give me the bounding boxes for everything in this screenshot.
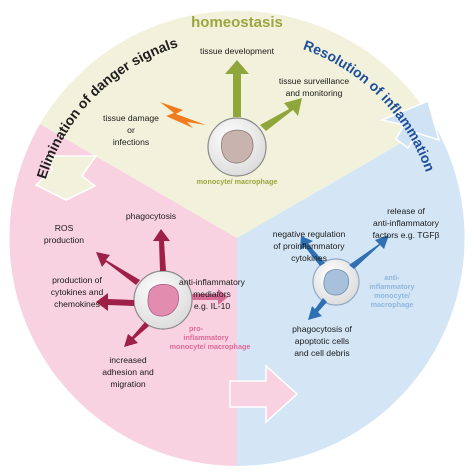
- arrow-cytokines: [96, 293, 134, 311]
- label-adhesion-1: increased: [109, 355, 146, 365]
- cycle-arrow-danger-to-resolution: [229, 364, 299, 424]
- label-release-1: release of: [387, 206, 425, 216]
- lightning-icon: [160, 102, 206, 128]
- label-damage-1: tissue damage: [103, 113, 159, 123]
- pro-inflammatory-cell: [133, 270, 193, 330]
- label-cytokines-1: production of: [52, 275, 102, 285]
- homeostasis-nucleus: [221, 129, 254, 164]
- pro-cell-label-2: inflammatory: [183, 333, 228, 342]
- label-release-2: anti-inflammatory: [373, 218, 440, 228]
- label-neg-1: negative regulation: [273, 229, 346, 239]
- anti-inflammatory-cell: [312, 258, 360, 306]
- arrow-tissue-surveillance: [260, 98, 302, 131]
- label-phago-debris-2: apoptotic cells: [295, 336, 349, 346]
- label-anti-2: mediators: [193, 289, 231, 299]
- arrow-release-factors: [349, 235, 389, 269]
- label-damage-2: or: [127, 125, 135, 135]
- pro-cell-label-1: pro-: [189, 324, 204, 333]
- label-cytokines-2: cytokines and: [51, 287, 104, 297]
- anti-inflammatory-nucleus: [323, 269, 350, 296]
- homeostasis-title: homeostasis: [191, 14, 283, 31]
- label-phagocytosis: phagocytosis: [126, 211, 176, 221]
- danger-sector: [9, 124, 237, 466]
- label-phago-debris-1: phagocytosis of: [292, 324, 352, 334]
- anti-cell-label-4: macrophage: [371, 300, 414, 309]
- arrow-phagocytosis-debris: [308, 298, 327, 320]
- label-ros-1: ROS: [55, 223, 74, 233]
- label-surveillance-1: tissue surveillance: [279, 76, 349, 86]
- arrow-adhesion: [124, 322, 149, 347]
- arrow-ros: [96, 252, 140, 285]
- arrow-negative-regulation: [300, 236, 325, 266]
- pro-inflammatory-nucleus: [147, 283, 179, 317]
- label-release-3: factors e.g. TGFβ: [373, 230, 440, 240]
- label-phago-debris-3: and cell debris: [294, 348, 349, 358]
- label-damage-3: infections: [113, 137, 149, 147]
- anti-cell-label-3: monocyte/: [374, 291, 410, 300]
- label-adhesion-3: migration: [110, 379, 146, 389]
- label-neg-3: cytokines: [291, 253, 327, 263]
- cycle-arrow-homeostasis-to-danger: [34, 155, 98, 201]
- anti-cell-label-2: inflammatory: [369, 282, 414, 291]
- label-ros-2: production: [44, 235, 84, 245]
- label-tissue-development: tissue development: [200, 46, 275, 56]
- arrow-anti-inflammatory-mediators: [192, 289, 228, 305]
- label-anti-1: anti-inflammatory: [179, 277, 246, 287]
- label-neg-2: of proinflammatory: [273, 241, 345, 251]
- cycle-arrow-resolution-to-homeostasis: [379, 99, 441, 150]
- label-cytokines-3: chemokines: [54, 299, 100, 309]
- homeostasis-cell-label: monocyte/ macrophage: [197, 177, 278, 186]
- anti-cell-label-1: anti-: [384, 273, 400, 282]
- pro-cell-label-3: monocyte/ macrophage: [170, 342, 251, 351]
- homeostasis-cell: [207, 117, 267, 177]
- arrow-phagocytosis: [153, 229, 170, 271]
- label-surveillance-2: and monitoring: [286, 88, 343, 98]
- arrow-tissue-development: [225, 60, 249, 117]
- label-adhesion-2: adhesion and: [102, 367, 154, 377]
- label-anti-3: e.g. IL-10: [194, 301, 231, 311]
